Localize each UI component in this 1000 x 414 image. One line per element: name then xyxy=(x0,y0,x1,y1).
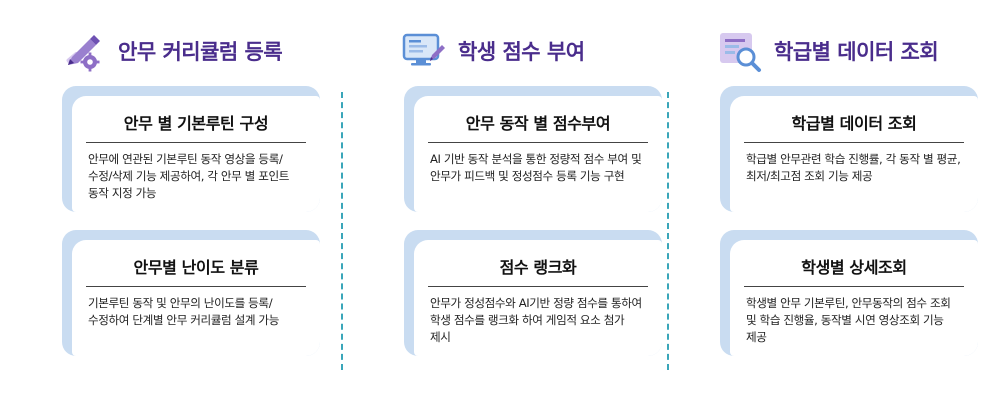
card: 학급별 데이터 조회 학급별 안무관련 학습 진행률, 각 동작 별 평균, 최… xyxy=(720,86,978,212)
column-header: 안무 커리큘럼 등록 xyxy=(60,28,283,74)
card-title: 학급별 데이터 조회 xyxy=(744,110,964,143)
card-title: 점수 랭크화 xyxy=(428,254,648,287)
card-title: 안무별 난이도 분류 xyxy=(86,254,306,287)
column-title: 안무 커리큘럼 등록 xyxy=(118,40,283,64)
card: 안무 별 기본루틴 구성 안무에 연관된 기본루틴 동작 영상을 등록/수정/삭… xyxy=(62,86,320,212)
card-title: 안무 동작 별 점수부여 xyxy=(428,110,648,143)
column-class-data: 학급별 데이터 조회 학급별 데이터 조회 학급별 안무관련 학습 진행률, 각… xyxy=(716,0,1000,414)
card-description: 학급별 안무관련 학습 진행률, 각 동작 별 평균, 최저/최고점 조회 기능… xyxy=(746,152,961,183)
section-divider xyxy=(667,92,669,370)
card-title: 안무 별 기본루틴 구성 xyxy=(86,110,306,143)
card-description: 안무가 정성점수와 AI기반 정량 점수를 통하여 학생 점수를 랭크화 하여 … xyxy=(430,296,642,344)
pencil-gear-icon xyxy=(60,29,108,73)
card: 점수 랭크화 안무가 정성점수와 AI기반 정량 점수를 통하여 학생 점수를 … xyxy=(404,230,662,356)
card-description: AI 기반 동작 분석을 통한 정량적 점수 부여 및 안무가 피드백 및 정성… xyxy=(430,152,642,183)
card: 안무 동작 별 점수부여 AI 기반 동작 분석을 통한 정량적 점수 부여 및… xyxy=(404,86,662,212)
monitor-pen-icon xyxy=(400,29,448,73)
column-title: 학급별 데이터 조회 xyxy=(774,40,939,64)
section-divider xyxy=(341,92,343,370)
column-header: 학생 점수 부여 xyxy=(400,28,585,74)
card-description: 기본루틴 동작 및 안무의 난이도를 등록/수정하여 단계별 안무 커리큘럼 설… xyxy=(88,296,279,327)
column-title: 학생 점수 부여 xyxy=(458,40,585,64)
column-scoring: 학생 점수 부여 안무 동작 별 점수부여 AI 기반 동작 분석을 통한 정량… xyxy=(400,0,700,414)
card: 안무별 난이도 분류 기본루틴 동작 및 안무의 난이도를 등록/수정하여 단계… xyxy=(62,230,320,356)
document-search-icon xyxy=(716,29,764,73)
card: 학생별 상세조회 학생별 안무 기본루틴, 안무동작의 점수 조회 및 학습 진… xyxy=(720,230,978,356)
column-header: 학급별 데이터 조회 xyxy=(716,28,939,74)
card-description: 학생별 안무 기본루틴, 안무동작의 점수 조회 및 학습 진행율, 동작별 시… xyxy=(746,296,951,344)
card-description: 안무에 연관된 기본루틴 동작 영상을 등록/수정/삭제 기능 제공하여, 각 … xyxy=(88,152,290,200)
column-curriculum: 안무 커리큘럼 등록 안무 별 기본루틴 구성 안무에 연관된 기본루틴 동작 … xyxy=(60,0,360,414)
card-title: 학생별 상세조회 xyxy=(744,254,964,287)
